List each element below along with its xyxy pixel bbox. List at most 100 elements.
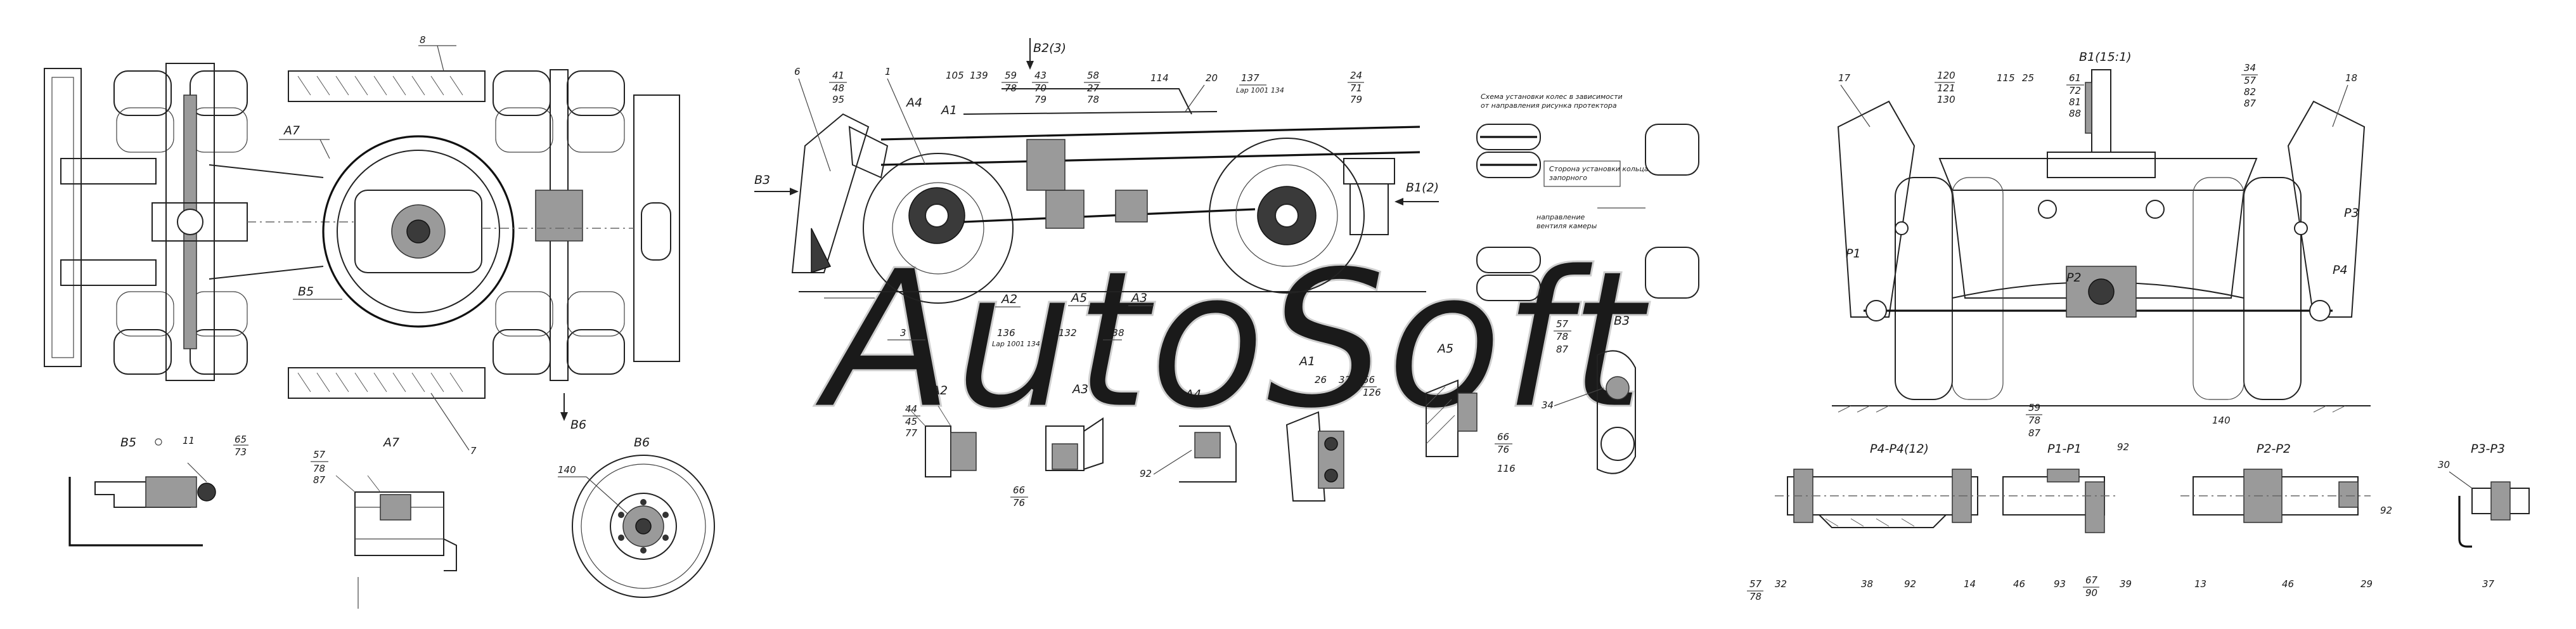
- marker-A3: А3: [1130, 291, 1147, 305]
- marker-A1: А1: [940, 103, 957, 117]
- callout-105: 105: [946, 70, 964, 81]
- marker-B1-2: В1(2): [1406, 181, 1439, 195]
- callout-137: 137: [1241, 72, 1259, 84]
- marker-A5: А5: [1070, 291, 1087, 305]
- watermark-text: AutoSoft: [812, 230, 1652, 451]
- callout-46-a: 46: [2013, 578, 2025, 590]
- callout-140-a: 140: [558, 464, 576, 476]
- view-B6: В6 140: [558, 436, 715, 598]
- marker-P4: Р4: [2333, 263, 2348, 277]
- callout-34-a: 34: [1542, 399, 1554, 411]
- callout-78-d: 78: [1556, 331, 1568, 342]
- note-ring-side-1: Сторона установки кольца: [1549, 165, 1649, 173]
- callout-18: 18: [2345, 72, 2357, 84]
- callout-32-a: 32: [1339, 374, 1351, 386]
- view-title-A1: А1: [1298, 354, 1315, 368]
- callout-41: 41: [832, 70, 844, 81]
- callout-13: 13: [2194, 578, 2206, 590]
- top-view-chassis: 8 7 А7 В5 В6: [44, 34, 680, 457]
- callout-121: 121: [1937, 82, 1955, 94]
- marker-A7: А7: [283, 124, 300, 138]
- view-title-P3: Р3-Р3: [2471, 442, 2505, 456]
- callout-79-a: 79: [1034, 94, 1046, 105]
- callout-130: 130: [1937, 94, 1955, 105]
- callout-126: 126: [1363, 387, 1381, 398]
- callout-65: 65: [235, 434, 247, 445]
- view-title-A3: А3: [1071, 382, 1088, 396]
- view-title-A4: А4: [1184, 387, 1201, 401]
- callout-138: 138: [1106, 327, 1124, 339]
- callout-70: 70: [1034, 82, 1046, 94]
- callout-30: 30: [2438, 459, 2450, 470]
- view-B1: В1(15:1) Р1 Р2 Р3 Р4: [1832, 50, 2371, 439]
- note-lap-137: Lap 1001 134: [1236, 86, 1284, 94]
- callout-79-b: 79: [1350, 94, 1362, 105]
- marker-A2: А2: [1000, 292, 1017, 306]
- callout-24: 24: [1350, 70, 1362, 81]
- callout-87-b: 87: [1556, 344, 1569, 355]
- view-title-B1: В1(15:1): [2079, 50, 2132, 64]
- callout-48: 48: [832, 82, 844, 94]
- callout-78-a: 78: [313, 463, 325, 474]
- view-title-B5: В5: [120, 436, 136, 450]
- callout-92-d: 92: [2380, 505, 2392, 516]
- callout-11: 11: [183, 435, 195, 446]
- callout-81: 81: [2069, 96, 2081, 108]
- callout-73: 73: [235, 446, 247, 458]
- callout-61: 61: [2069, 72, 2081, 84]
- view-title-A7: А7: [382, 436, 399, 450]
- note-valve-dir-2: вентиля камеры: [1536, 222, 1597, 230]
- callout-72: 72: [2069, 85, 2081, 96]
- marker-B2-3: В2(3): [1033, 41, 1066, 55]
- section-P1: Р1-Р1 92 46 93 67 90 39: [1990, 441, 2132, 599]
- callout-57-a: 57: [313, 449, 326, 460]
- callout-27: 27: [1087, 82, 1100, 94]
- callout-120: 120: [1937, 70, 1955, 81]
- view-title-A5: А5: [1436, 342, 1453, 356]
- callout-87-a: 87: [313, 474, 326, 486]
- callout-95: 95: [832, 94, 844, 105]
- callout-132: 132: [1059, 327, 1077, 339]
- view-A2: А2 44 45 77: [903, 384, 977, 477]
- note-wheel-scheme-1: Схема установки колес в зависимости: [1481, 93, 1623, 101]
- callout-34-b: 34: [2244, 62, 2256, 74]
- marker-B3: В3: [754, 173, 770, 187]
- note-valve-dir-1: направление: [1536, 213, 1585, 221]
- callout-92-c: 92: [2117, 441, 2129, 453]
- marker-A4: А4: [905, 96, 922, 110]
- callout-43: 43: [1034, 70, 1046, 81]
- callout-139: 139: [970, 70, 988, 81]
- callout-39: 39: [2120, 578, 2132, 590]
- view-title-B6: В6: [634, 436, 650, 450]
- view-B5: В5 11 65 73: [68, 434, 248, 547]
- callout-115: 115: [1997, 72, 2015, 84]
- callout-44: 44: [905, 403, 917, 415]
- callout-93: 93: [2054, 578, 2066, 590]
- callout-116: 116: [1497, 463, 1516, 474]
- callout-59: 59: [1005, 70, 1017, 81]
- wheel-scheme: Схема установки колес в зависимости от н…: [1476, 93, 1699, 301]
- callout-76-a: 76: [1013, 497, 1025, 509]
- callout-46-b: 46: [2282, 578, 2294, 590]
- callout-59-b: 59: [2028, 402, 2040, 413]
- callout-88: 88: [2069, 108, 2081, 119]
- view-A5: А5 66 76 116: [1426, 342, 1516, 474]
- view-A3: А3 66 76: [1010, 382, 1104, 509]
- section-P3: Р3-Р3 30 37: [2438, 442, 2530, 590]
- note-wheel-scheme-2: от направления рисунка протектора: [1481, 101, 1617, 110]
- callout-32-b: 32: [1775, 578, 1787, 590]
- note-ring-side-2: запорного: [1549, 174, 1587, 182]
- callout-71: 71: [1350, 82, 1362, 94]
- callout-58: 58: [1087, 70, 1099, 81]
- callout-57-b: 57: [1556, 318, 1569, 330]
- callout-25: 25: [2022, 72, 2034, 84]
- side-view-chassis: В3 В1(2) В2(3) А4 А1 А2 А5 А3 6 41 48 95…: [754, 38, 1439, 348]
- marker-B6: В6: [570, 418, 586, 432]
- view-B3: В3 57 78 87 34: [1542, 314, 1636, 474]
- callout-66-a: 66: [1013, 484, 1025, 496]
- marker-P1: Р1: [1846, 247, 1861, 261]
- callout-92-a: 92: [1140, 468, 1152, 479]
- view-title-P1: Р1-Р1: [2047, 442, 2082, 456]
- callout-57-c: 57: [2244, 75, 2257, 86]
